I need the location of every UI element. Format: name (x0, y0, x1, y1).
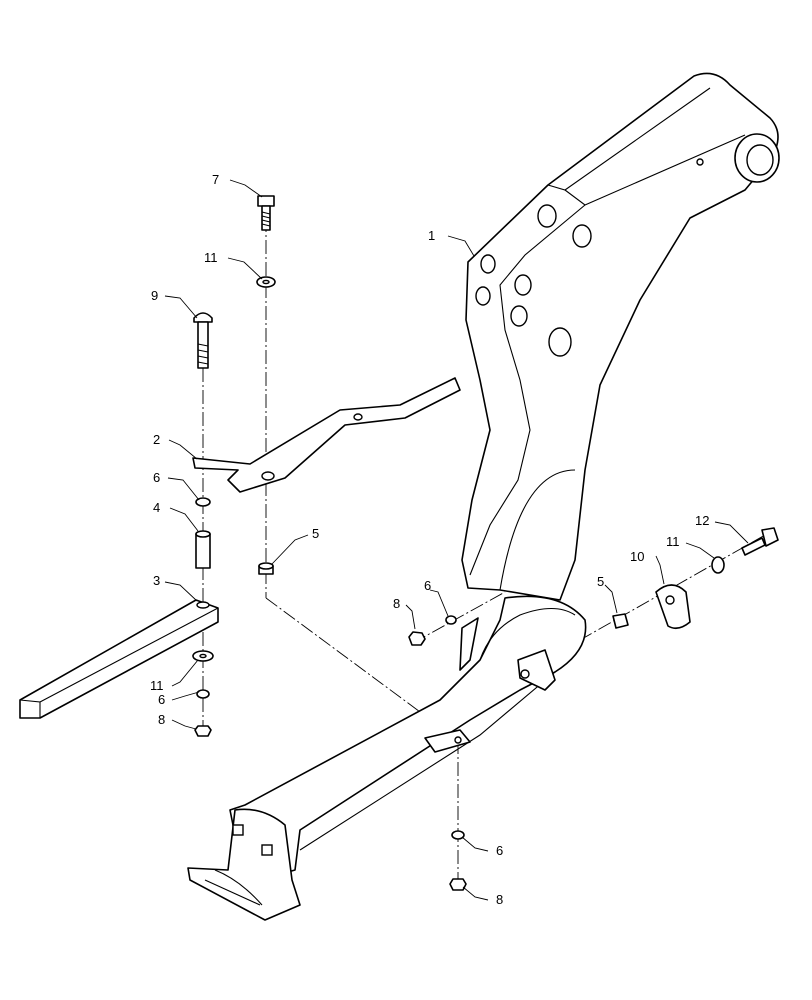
callout-8: 8 (496, 892, 503, 907)
callout-8: 8 (393, 596, 400, 611)
bracket-part-2 (192, 377, 461, 493)
callout-11: 11 (150, 678, 164, 693)
callout-3: 3 (153, 573, 160, 588)
frame-tab (424, 729, 471, 753)
callout-6: 6 (496, 843, 503, 858)
callout-labels: 7 11 9 2 6 4 5 3 11 6 8 1 8 6 5 10 11 12… (150, 172, 709, 907)
callout-6: 6 (158, 692, 165, 707)
shank-hole (548, 327, 572, 357)
pivot-bore (746, 144, 774, 176)
bar-edges (19, 607, 219, 718)
shank-tip (459, 617, 479, 671)
shank-lower-curve (499, 469, 576, 591)
callout-10: 10 (630, 549, 644, 564)
callout-5: 5 (312, 526, 319, 541)
shank-hole (480, 254, 496, 274)
bar-part-3 (19, 599, 219, 719)
callout-8: 8 (158, 712, 165, 727)
nut-8-mid (408, 631, 426, 646)
callout-5: 5 (597, 574, 604, 589)
bushing-5 (258, 562, 274, 575)
foot-slot (261, 844, 273, 856)
foot-plate (187, 808, 301, 921)
lockwasher-6-lower (196, 689, 210, 699)
bracket-hole (353, 413, 363, 421)
leaders (164, 179, 749, 901)
callout-1: 1 (428, 228, 435, 243)
nut-8-lower-right (449, 878, 467, 891)
lockwasher-6-mid (445, 615, 457, 625)
frame-lower-edge (299, 671, 556, 851)
shank-hole (475, 286, 491, 306)
shank-hole (510, 305, 528, 327)
bar-outline (19, 599, 219, 719)
callout-12: 12 (695, 513, 709, 528)
callout-6: 6 (424, 578, 431, 593)
foot-slot (232, 824, 244, 836)
shank-hole (572, 224, 592, 248)
frame-bracket-hole (520, 669, 530, 679)
shank-part-1 (461, 72, 780, 601)
grease-hole (696, 158, 704, 166)
frame-foot (187, 595, 587, 921)
carriage-bolt-9 (193, 312, 213, 369)
centerline-nut-left (412, 591, 506, 644)
callout-6: 6 (153, 470, 160, 485)
frame-bracket (517, 649, 556, 691)
shank-hole (537, 204, 557, 228)
shank-hole (514, 274, 532, 296)
shank-outline (461, 72, 779, 601)
callout-2: 2 (153, 432, 160, 447)
frame-top-curve (479, 607, 576, 661)
callout-11: 11 (204, 250, 218, 265)
nut-8-lower (194, 725, 212, 737)
spacer-4 (195, 530, 211, 569)
callout-4: 4 (153, 500, 160, 515)
bracket-outline (192, 377, 461, 493)
lockwasher-6 (195, 497, 211, 507)
bolt-7 (257, 195, 275, 231)
callout-11: 11 (666, 534, 680, 549)
fasteners (192, 195, 779, 891)
callout-9: 9 (151, 288, 158, 303)
bar-hole (196, 601, 210, 609)
foot-detail (204, 869, 263, 906)
shank-inner-plate-edge (469, 204, 586, 576)
frame-tab-hole (454, 736, 462, 744)
plate-10 (655, 584, 691, 630)
callout-7: 7 (212, 172, 219, 187)
bushing-5-right (612, 613, 629, 629)
washer-11-right (711, 556, 725, 574)
bolt-12 (741, 527, 779, 556)
bracket-hole (261, 471, 275, 481)
lockwasher-6-lower-right (451, 830, 465, 840)
